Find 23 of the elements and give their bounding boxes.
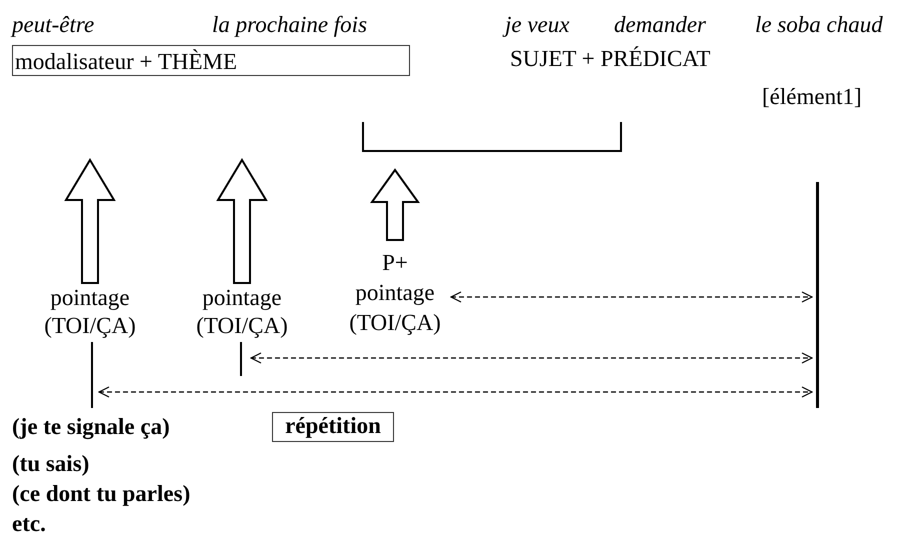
gloss-phrase: la prochaine fois (212, 12, 368, 38)
block-arrow (64, 158, 116, 284)
block-arrow (370, 168, 420, 241)
pointing-label: P+ pointage (TOI/ÇA) (345, 248, 445, 340)
double-arrow (98, 386, 813, 398)
block-arrow (216, 158, 268, 284)
gloss-word: demander (614, 12, 706, 38)
gloss-phrase: je veux (505, 12, 570, 38)
text-box: répétition (272, 412, 394, 442)
vertical-bar (816, 182, 819, 408)
text-box: modalisateur + THÈME (12, 45, 410, 76)
example-text: (tu sais) (12, 451, 90, 477)
double-arrow (250, 352, 813, 364)
gloss-word: peut-être (12, 12, 94, 38)
gloss-phrase: le soba chaud (755, 12, 883, 38)
example-text: etc. (12, 511, 46, 536)
structure-label: SUJET + PRÉDICAT (510, 46, 710, 72)
element-label: [élément1] (762, 84, 862, 110)
double-arrow (450, 291, 813, 303)
pointing-label: pointage (TOI/ÇA) (22, 284, 158, 340)
pointing-label: pointage (TOI/ÇA) (174, 284, 310, 340)
example-text: (je te signale ça) (12, 414, 170, 440)
example-text: (ce dont tu parles) (12, 481, 190, 507)
